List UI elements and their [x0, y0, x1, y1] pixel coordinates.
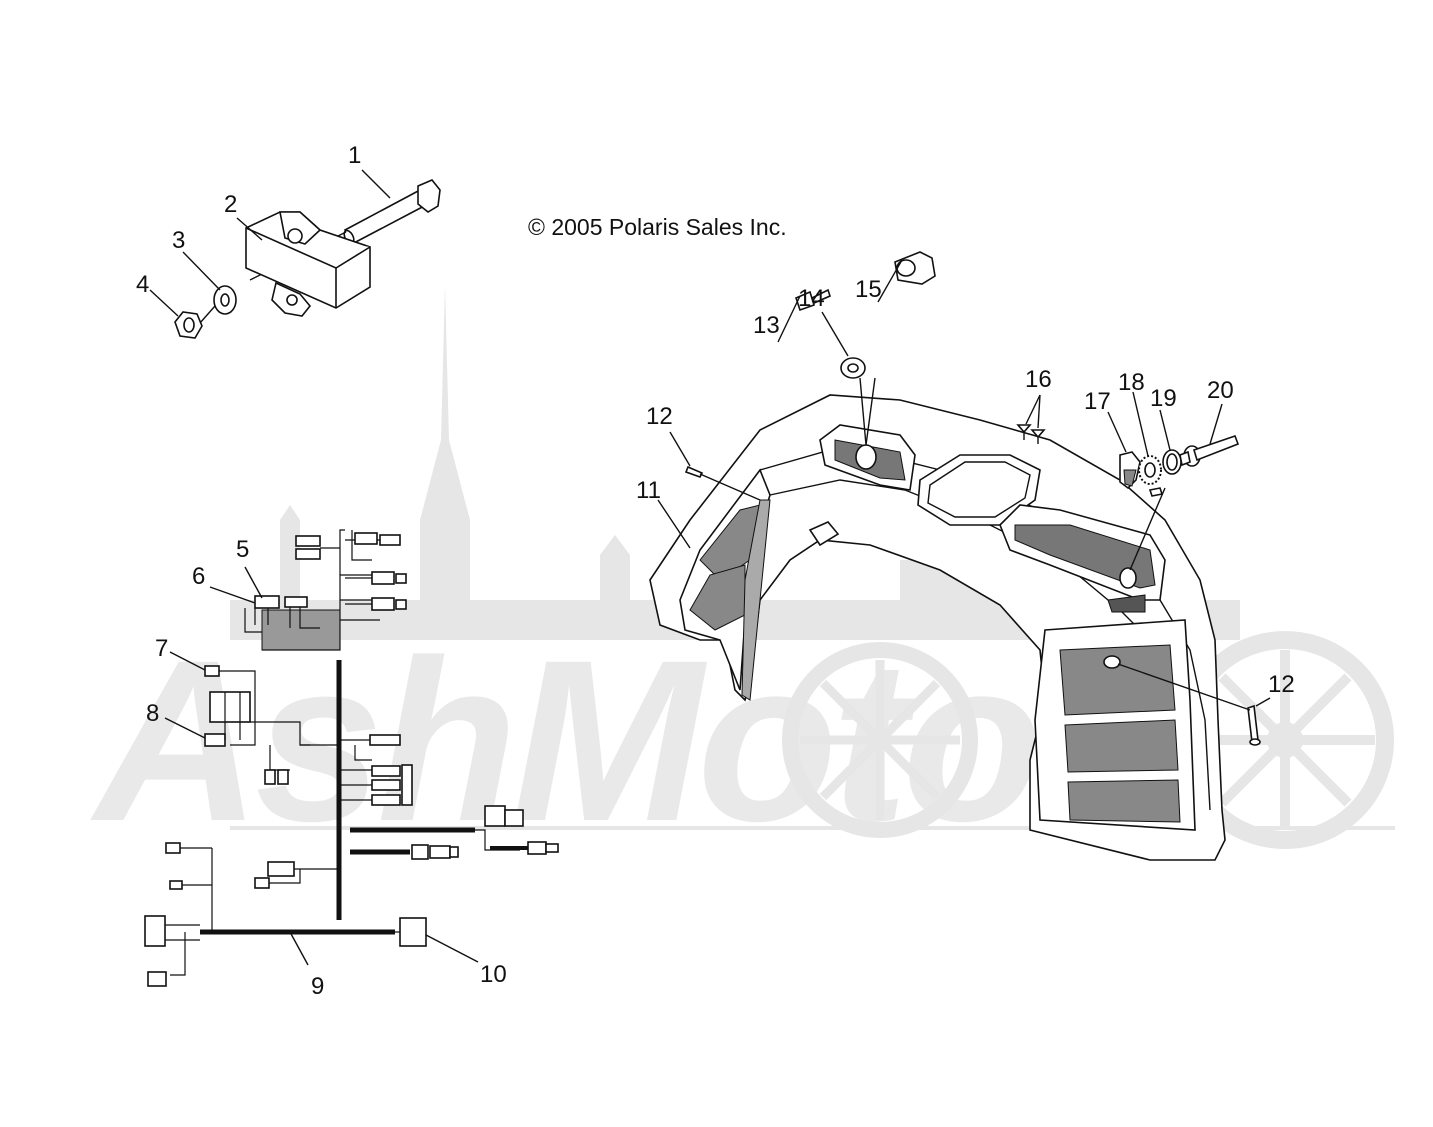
- wiring-harness-part: [144, 529, 559, 987]
- callout-16: 16: [1025, 366, 1052, 393]
- connector-10-part: [399, 917, 427, 947]
- callout-17: 17: [1084, 388, 1111, 415]
- callout-12-lower: 12: [1268, 671, 1295, 698]
- screw-part-lower: [1247, 704, 1261, 746]
- callout-20: 20: [1207, 377, 1234, 404]
- ignition-nut-part: [840, 357, 866, 379]
- callout-18: 18: [1118, 369, 1145, 396]
- callout-1: 1: [348, 142, 361, 169]
- upper-connectors: [295, 530, 407, 611]
- callout-11: 11: [636, 477, 661, 504]
- nut-part: [174, 311, 203, 339]
- callout-19: 19: [1150, 385, 1177, 412]
- callout-3: 3: [172, 227, 185, 254]
- connector-block-right: [411, 805, 559, 860]
- ring-part: [1162, 449, 1182, 475]
- washer-part: [213, 285, 237, 315]
- callout-5: 5: [236, 536, 249, 563]
- callout-10: 10: [480, 961, 507, 988]
- callout-15: 15: [855, 276, 882, 303]
- pin-part: [1179, 434, 1240, 467]
- bolt-part: [343, 179, 441, 246]
- dash-console-part: [649, 394, 1226, 861]
- module-box-part: [245, 211, 371, 317]
- copyright-text: © 2005 Polaris Sales Inc.: [528, 214, 787, 240]
- leader-lines: [149, 169, 1271, 966]
- gear-part: [1138, 455, 1162, 485]
- screw-part-upper: [684, 465, 704, 478]
- connector-block-lower: [254, 861, 339, 889]
- clip-part: [1016, 424, 1046, 444]
- connector-block-5-6: [244, 595, 320, 633]
- callout-4: 4: [136, 271, 149, 298]
- lever-part: [1119, 451, 1141, 490]
- ignition-switch-part: [894, 251, 936, 285]
- watermark-wheel-icon: [782, 631, 1394, 849]
- connector-block-7-8: [204, 665, 339, 785]
- callout-12-upper: 12: [646, 403, 673, 430]
- callout-6: 6: [192, 563, 205, 590]
- callout-14: 14: [798, 285, 825, 312]
- connector-block-mid-right: [339, 734, 413, 806]
- callouts: 1 2 3 4 5 6 7 8 9 10 11 12 13 14 15 16 1…: [136, 142, 1295, 1000]
- callout-7: 7: [155, 635, 168, 662]
- callout-2: 2: [224, 191, 237, 218]
- callout-9: 9: [311, 973, 324, 1000]
- callout-13: 13: [753, 312, 780, 339]
- callout-8: 8: [146, 700, 159, 727]
